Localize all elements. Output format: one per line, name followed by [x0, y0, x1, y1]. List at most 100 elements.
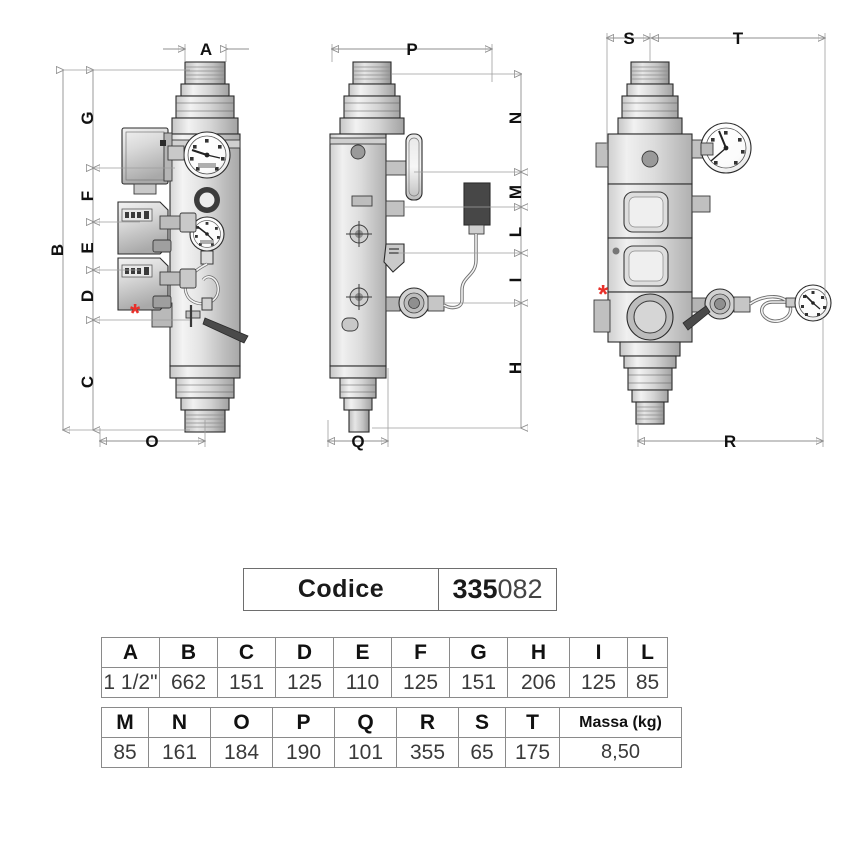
table2-val-7: 175 — [505, 737, 560, 768]
table1-val-0: 1 1/2" — [101, 667, 160, 698]
technical-drawing: .dl{stroke:#8f8f8f;stroke-width:0.9;fill… — [48, 29, 832, 451]
top-capillary — [749, 295, 801, 323]
side-angled-drain — [383, 243, 405, 273]
table1-value-row: 1 1/2" 662 151 125 110 125 151 206 125 8… — [101, 667, 668, 698]
dim-label-D: D — [78, 290, 97, 302]
table1-val-4: 110 — [333, 667, 392, 698]
front-pump-upper — [117, 201, 197, 255]
top-gauge-right — [794, 284, 832, 322]
dim-label-G: G — [78, 111, 97, 124]
dim-label-F: F — [78, 191, 97, 201]
dim-label-N: N — [506, 112, 525, 124]
front-sensor-ring — [194, 187, 220, 213]
table2-val-6: 65 — [458, 737, 506, 768]
side-flange-cover — [385, 133, 423, 201]
dim-label-P: P — [406, 40, 417, 59]
table2-head-8: Massa (kg) — [559, 707, 682, 738]
table1-head-5: F — [391, 637, 450, 668]
dimension-A: A — [163, 40, 249, 62]
table1-head-2: C — [217, 637, 276, 668]
front-drain-valve — [185, 305, 249, 344]
front-view: * B G F E D C — [48, 40, 249, 451]
table1-val-2: 151 — [217, 667, 276, 698]
table1-val-3: 125 — [275, 667, 334, 698]
dimension-chain-front: G F E D C — [63, 70, 190, 430]
table1-val-8: 125 — [569, 667, 628, 698]
dim-label-Q: Q — [351, 432, 364, 451]
table1-val-6: 151 — [449, 667, 508, 698]
dimension-table-1: A B C D E F G H I L 1 1/2" 662 151 125 1… — [101, 637, 668, 698]
dimension-Q: Q — [328, 368, 388, 451]
dimension-B: B — [48, 70, 67, 430]
front-top-connector — [171, 61, 239, 135]
front-pressure-gauge-upper — [183, 131, 231, 179]
table2-head-2: O — [210, 707, 273, 738]
table1-head-7: H — [507, 637, 570, 668]
dimension-P: P — [332, 40, 492, 82]
table1-head-1: B — [159, 637, 218, 668]
dim-label-S: S — [623, 29, 634, 48]
dim-label-M: M — [506, 185, 525, 199]
table2-head-0: M — [101, 707, 149, 738]
side-plug — [350, 144, 366, 160]
top-bottom-connector — [619, 341, 681, 425]
table2-val-2: 184 — [210, 737, 273, 768]
side-cross-plug-upper — [346, 221, 372, 247]
side-cross-plug-lower — [346, 284, 372, 310]
table2-header-row: M N O P Q R S T Massa (kg) — [101, 707, 682, 738]
table1-head-6: G — [449, 637, 508, 668]
table2-head-1: N — [148, 707, 211, 738]
codice-value-light: 082 — [497, 574, 543, 604]
dim-label-E: E — [78, 242, 97, 253]
dim-label-O: O — [145, 432, 158, 451]
dim-label-H: H — [506, 362, 525, 374]
front-bottom-connector — [169, 365, 241, 433]
red-asterisk-marker-front: * — [130, 298, 141, 328]
dim-label-T: T — [733, 29, 744, 48]
table2-head-3: P — [272, 707, 335, 738]
top-flowmeter-valve — [682, 288, 751, 331]
red-asterisk-marker-top: * — [598, 279, 609, 309]
table2-head-5: R — [396, 707, 459, 738]
dimension-S: S — [607, 29, 650, 150]
table1-val-5: 125 — [391, 667, 450, 698]
side-top-connector — [339, 61, 405, 135]
table1-val-7: 206 — [507, 667, 570, 698]
dimension-O: O — [100, 420, 205, 451]
table2-value-row: 85 161 184 190 101 355 65 175 8,50 — [101, 737, 682, 768]
side-flowmeter — [385, 287, 445, 319]
side-bottom-connector — [329, 365, 387, 433]
codice-label: Codice — [243, 568, 439, 611]
dim-label-C: C — [78, 376, 97, 388]
side-view: P N M L I H Q — [328, 40, 525, 451]
table2-val-8: 8,50 — [559, 737, 682, 768]
table2-val-3: 190 — [272, 737, 335, 768]
top-view: * — [593, 29, 832, 451]
side-main-body — [329, 133, 387, 367]
table1-val-9: 85 — [627, 667, 668, 698]
table1-val-1: 662 — [159, 667, 218, 698]
top-top-connector — [617, 61, 683, 135]
table2-val-5: 355 — [396, 737, 459, 768]
dim-label-B: B — [48, 244, 67, 256]
dim-label-I: I — [506, 278, 525, 283]
table1-head-8: I — [569, 637, 628, 668]
dim-label-A: A — [200, 40, 212, 59]
table1-head-3: D — [275, 637, 334, 668]
table1-head-0: A — [101, 637, 160, 668]
table1-header-row: A B C D E F G H I L — [101, 637, 668, 668]
front-pressure-gauge-lower — [189, 216, 225, 252]
dim-label-L: L — [506, 227, 525, 237]
table2-val-1: 161 — [148, 737, 211, 768]
dimension-chain-side: N M L I H — [372, 74, 525, 428]
table2-val-4: 101 — [334, 737, 397, 768]
side-mid-port — [385, 200, 405, 217]
dimension-R: R — [638, 318, 823, 451]
front-control-box-upper — [121, 127, 185, 195]
dimension-T: T — [652, 29, 825, 300]
table1-head-4: E — [333, 637, 392, 668]
dim-label-R: R — [724, 432, 736, 451]
table2-head-7: T — [505, 707, 560, 738]
